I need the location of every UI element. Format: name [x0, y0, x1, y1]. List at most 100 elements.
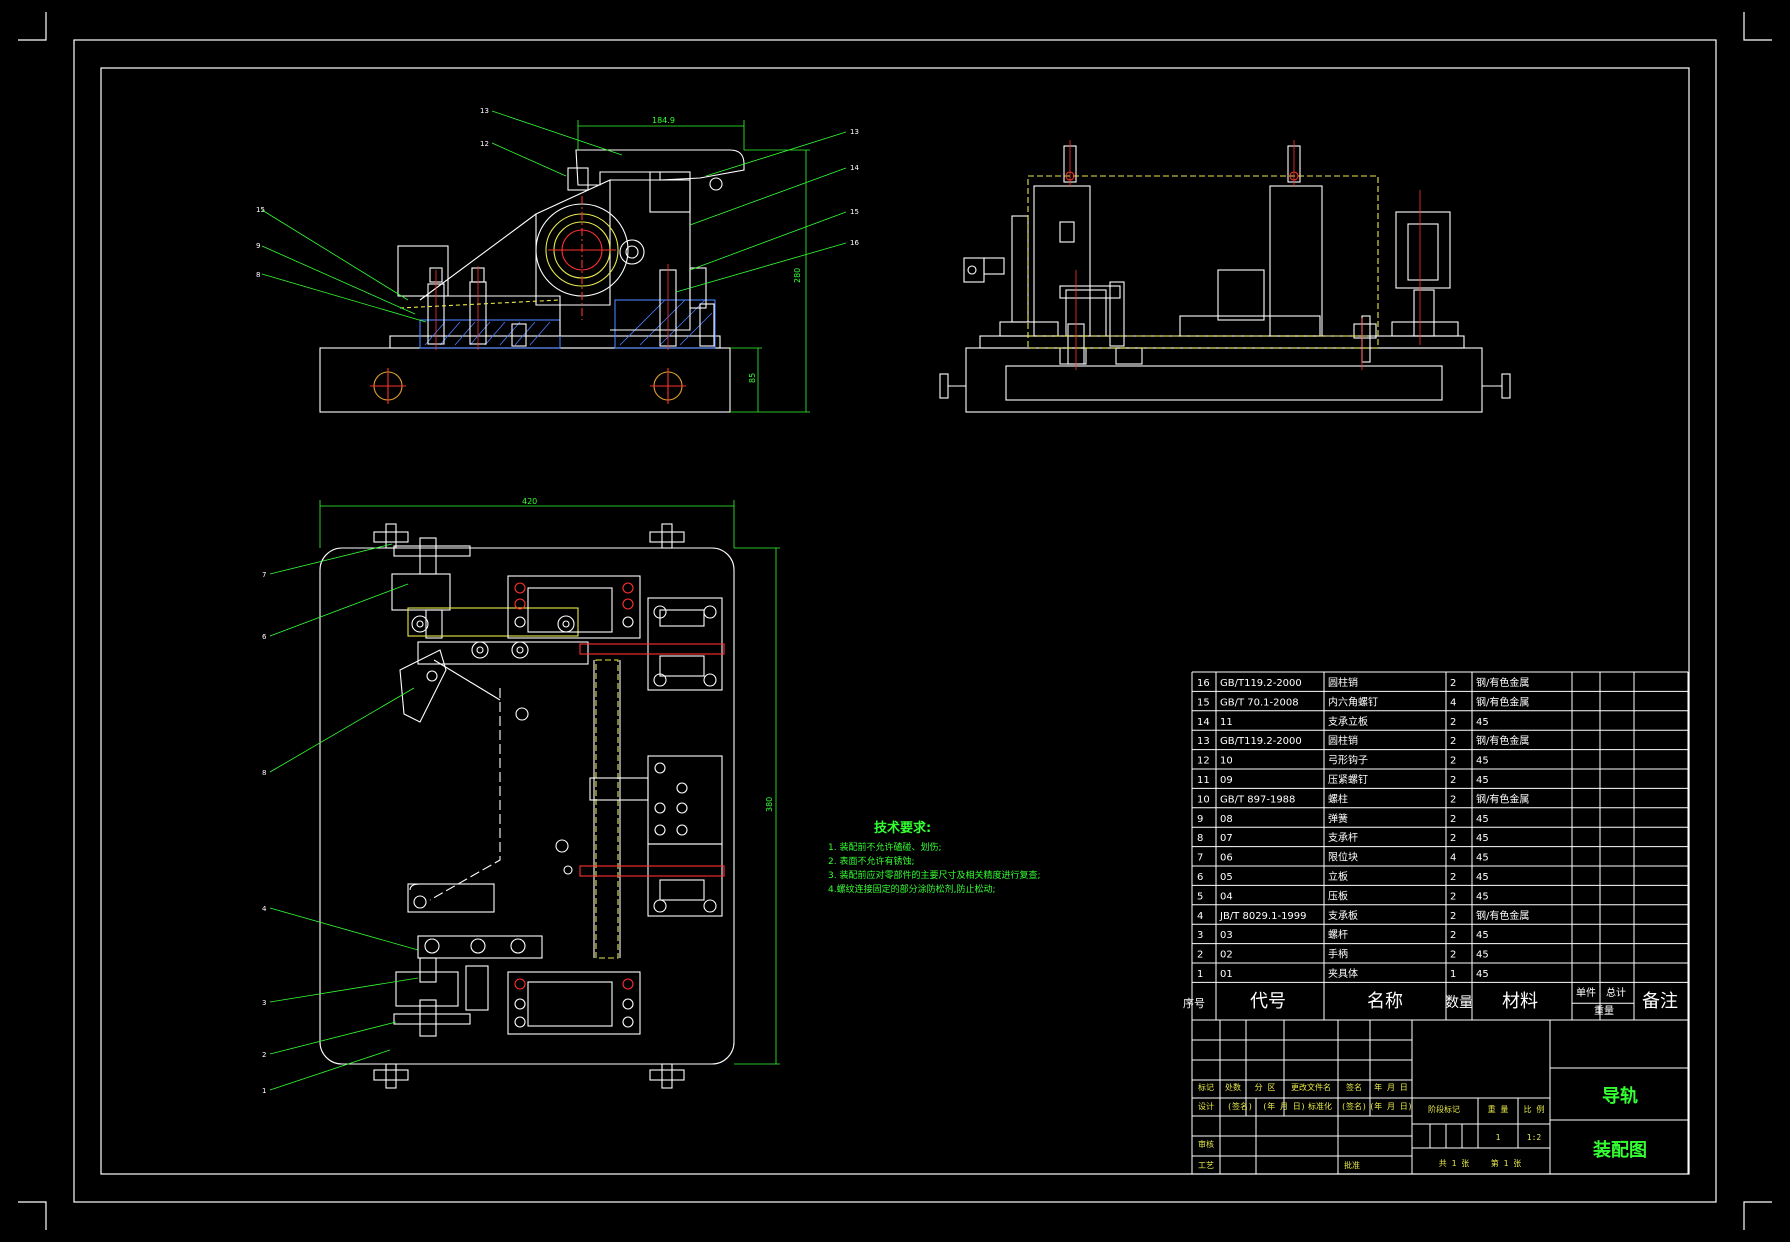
plan-view-balloons: 7 6 8 4 3 2 1 — [262, 571, 267, 1095]
tech-requirement-line: 3. 装配前应对零部件的主要尺寸及相关精度进行复查; — [828, 869, 1040, 881]
bom-cell-name: 内六角螺钉 — [1328, 695, 1378, 708]
bom-cell-no: 13 — [1197, 736, 1210, 747]
bom-cell-qty: 2 — [1450, 794, 1456, 805]
bom-header-unit: 单件 — [1576, 987, 1596, 999]
bom-cell-qty: 2 — [1450, 833, 1456, 844]
inner-border — [100, 67, 1690, 1175]
tb-review: 审核 — [1198, 1139, 1214, 1149]
bom-cell-name: 支承板 — [1328, 909, 1358, 922]
bom-cell-code: 08 — [1220, 814, 1233, 825]
balloon: 13 — [480, 107, 489, 115]
bom-cell-code: 07 — [1220, 833, 1233, 844]
bom-cell-name: 夹具体 — [1328, 967, 1358, 980]
tb-standard-sign: (签名) — [1341, 1101, 1367, 1111]
bom-cell-name: 限位块 — [1328, 851, 1358, 864]
front-view — [261, 110, 847, 413]
bom-header-name: 名称 — [1367, 991, 1403, 1012]
bom-cell-material: 钢/有色金属 — [1476, 695, 1529, 708]
bom-cell-name: 圆柱销 — [1328, 676, 1358, 689]
bom-cell-qty: 4 — [1450, 853, 1456, 864]
bom-cell-name: 支承杆 — [1328, 832, 1358, 844]
bom-cell-code: 11 — [1220, 717, 1233, 728]
bom-cell-material: 45 — [1476, 814, 1489, 825]
tb-count: 处数 — [1225, 1082, 1241, 1092]
bom-cell-name: 手柄 — [1328, 948, 1348, 961]
balloon: 1 — [262, 1087, 266, 1095]
tb-stage-label: 阶段标记 — [1428, 1104, 1460, 1114]
balloon: 7 — [262, 571, 266, 579]
bom-cell-qty: 2 — [1450, 891, 1456, 902]
bom-cell-name: 弹簧 — [1328, 812, 1348, 825]
bom-cell-material: 45 — [1476, 950, 1489, 961]
bom-cell-code: 09 — [1220, 775, 1233, 786]
bom-cell-code: 05 — [1220, 872, 1233, 883]
front-view-dimensions: 184.9 280 85 — [652, 116, 802, 383]
tb-mark: 标记 — [1198, 1082, 1214, 1092]
outer-border — [73, 39, 1717, 1203]
tb-design: 设计 — [1198, 1101, 1214, 1111]
tech-requirements: 技术要求: 1. 装配前不允许磕碰、划伤; 2. 表面不允许有锈蚀; 3. 装配… — [828, 820, 1040, 895]
bom-cell-no: 16 — [1197, 678, 1210, 689]
bom-cell-qty: 4 — [1450, 697, 1456, 708]
bom-header-weight: 重量 — [1594, 1004, 1614, 1017]
tb-sheet-no: 第 1 张 — [1491, 1158, 1521, 1168]
bom-cell-material: 45 — [1476, 872, 1489, 883]
bom-cell-material: 钢/有色金属 — [1476, 734, 1529, 747]
balloon: 12 — [480, 140, 489, 148]
bom-cell-no: 5 — [1197, 891, 1203, 902]
bom-cell-material: 钢/有色金属 — [1476, 792, 1529, 805]
dim-base-height: 85 — [748, 373, 757, 383]
dim-height: 280 — [793, 268, 802, 283]
tb-sheets: 共 1 张 — [1439, 1159, 1469, 1168]
balloon: 13 — [850, 128, 859, 136]
bom-cell-code: GB/T 70.1-2008 — [1220, 697, 1299, 708]
bom-cell-no: 12 — [1197, 756, 1210, 767]
bom-cell-no: 15 — [1197, 697, 1210, 708]
bom-cell-code: JB/T 8029.1-1999 — [1219, 911, 1307, 922]
bom-cell-material: 45 — [1476, 717, 1489, 728]
bom-header-total: 总计 — [1606, 986, 1626, 999]
bom-header-remark: 备注 — [1642, 991, 1678, 1012]
bom-cell-no: 7 — [1197, 853, 1203, 864]
balloon: 8 — [262, 769, 266, 777]
bom-cell-code: 01 — [1220, 969, 1233, 980]
balloon: 2 — [262, 1051, 266, 1059]
bom-cell-qty: 2 — [1450, 930, 1456, 941]
bom-cell-code: 04 — [1220, 891, 1233, 902]
bom-cell-qty: 2 — [1450, 775, 1456, 786]
bom-cell-name: 螺柱 — [1328, 792, 1348, 805]
bom-cell-material: 45 — [1476, 853, 1489, 864]
bom-header: 序号 代号 名称 数量 材料 单件 总计 重量 备注 — [1183, 986, 1678, 1017]
tb-date: 年 月 日 — [1374, 1082, 1408, 1092]
balloon: 9 — [256, 242, 260, 250]
bom-cell-material: 钢/有色金属 — [1476, 676, 1529, 689]
bom-cell-qty: 2 — [1450, 814, 1456, 825]
drawing-subtitle: 装配图 — [1593, 1139, 1647, 1161]
tb-scale-label: 比 例 — [1524, 1104, 1545, 1114]
tech-requirement-line: 1. 装配前不允许磕碰、划伤; — [828, 841, 941, 853]
tech-requirement-line: 2. 表面不允许有锈蚀; — [828, 855, 914, 867]
bom-cell-no: 9 — [1197, 814, 1203, 825]
bom-cell-no: 11 — [1197, 775, 1210, 786]
bom-cell-qty: 2 — [1450, 736, 1456, 747]
bom-cell-code: 03 — [1220, 930, 1233, 941]
tb-zone: 分 区 — [1255, 1083, 1276, 1092]
bom-cell-qty: 2 — [1450, 756, 1456, 767]
bom-cell-name: 立板 — [1328, 870, 1348, 883]
bom-cell-name: 螺杆 — [1328, 929, 1348, 941]
dim-top-width: 184.9 — [652, 116, 675, 125]
bom-cell-no: 10 — [1197, 794, 1210, 805]
tb-standard-date: (年 月 日) — [1369, 1101, 1412, 1111]
tech-requirement-line: 4.螺纹连接固定的部分涂防松剂,防止松动; — [828, 883, 995, 895]
bom-cell-material: 45 — [1476, 930, 1489, 941]
tb-standard: 标准化 — [1308, 1101, 1332, 1111]
drawing-title: 导轨 — [1602, 1085, 1638, 1107]
bom-cell-code: 06 — [1220, 853, 1233, 864]
bom-cell-qty: 2 — [1450, 950, 1456, 961]
bom-header-code: 代号 — [1250, 991, 1286, 1012]
tb-signature: 签名 — [1346, 1082, 1362, 1092]
balloon: 3 — [262, 999, 266, 1007]
bom-header-material: 材料 — [1502, 991, 1538, 1012]
balloon: 8 — [256, 271, 260, 279]
